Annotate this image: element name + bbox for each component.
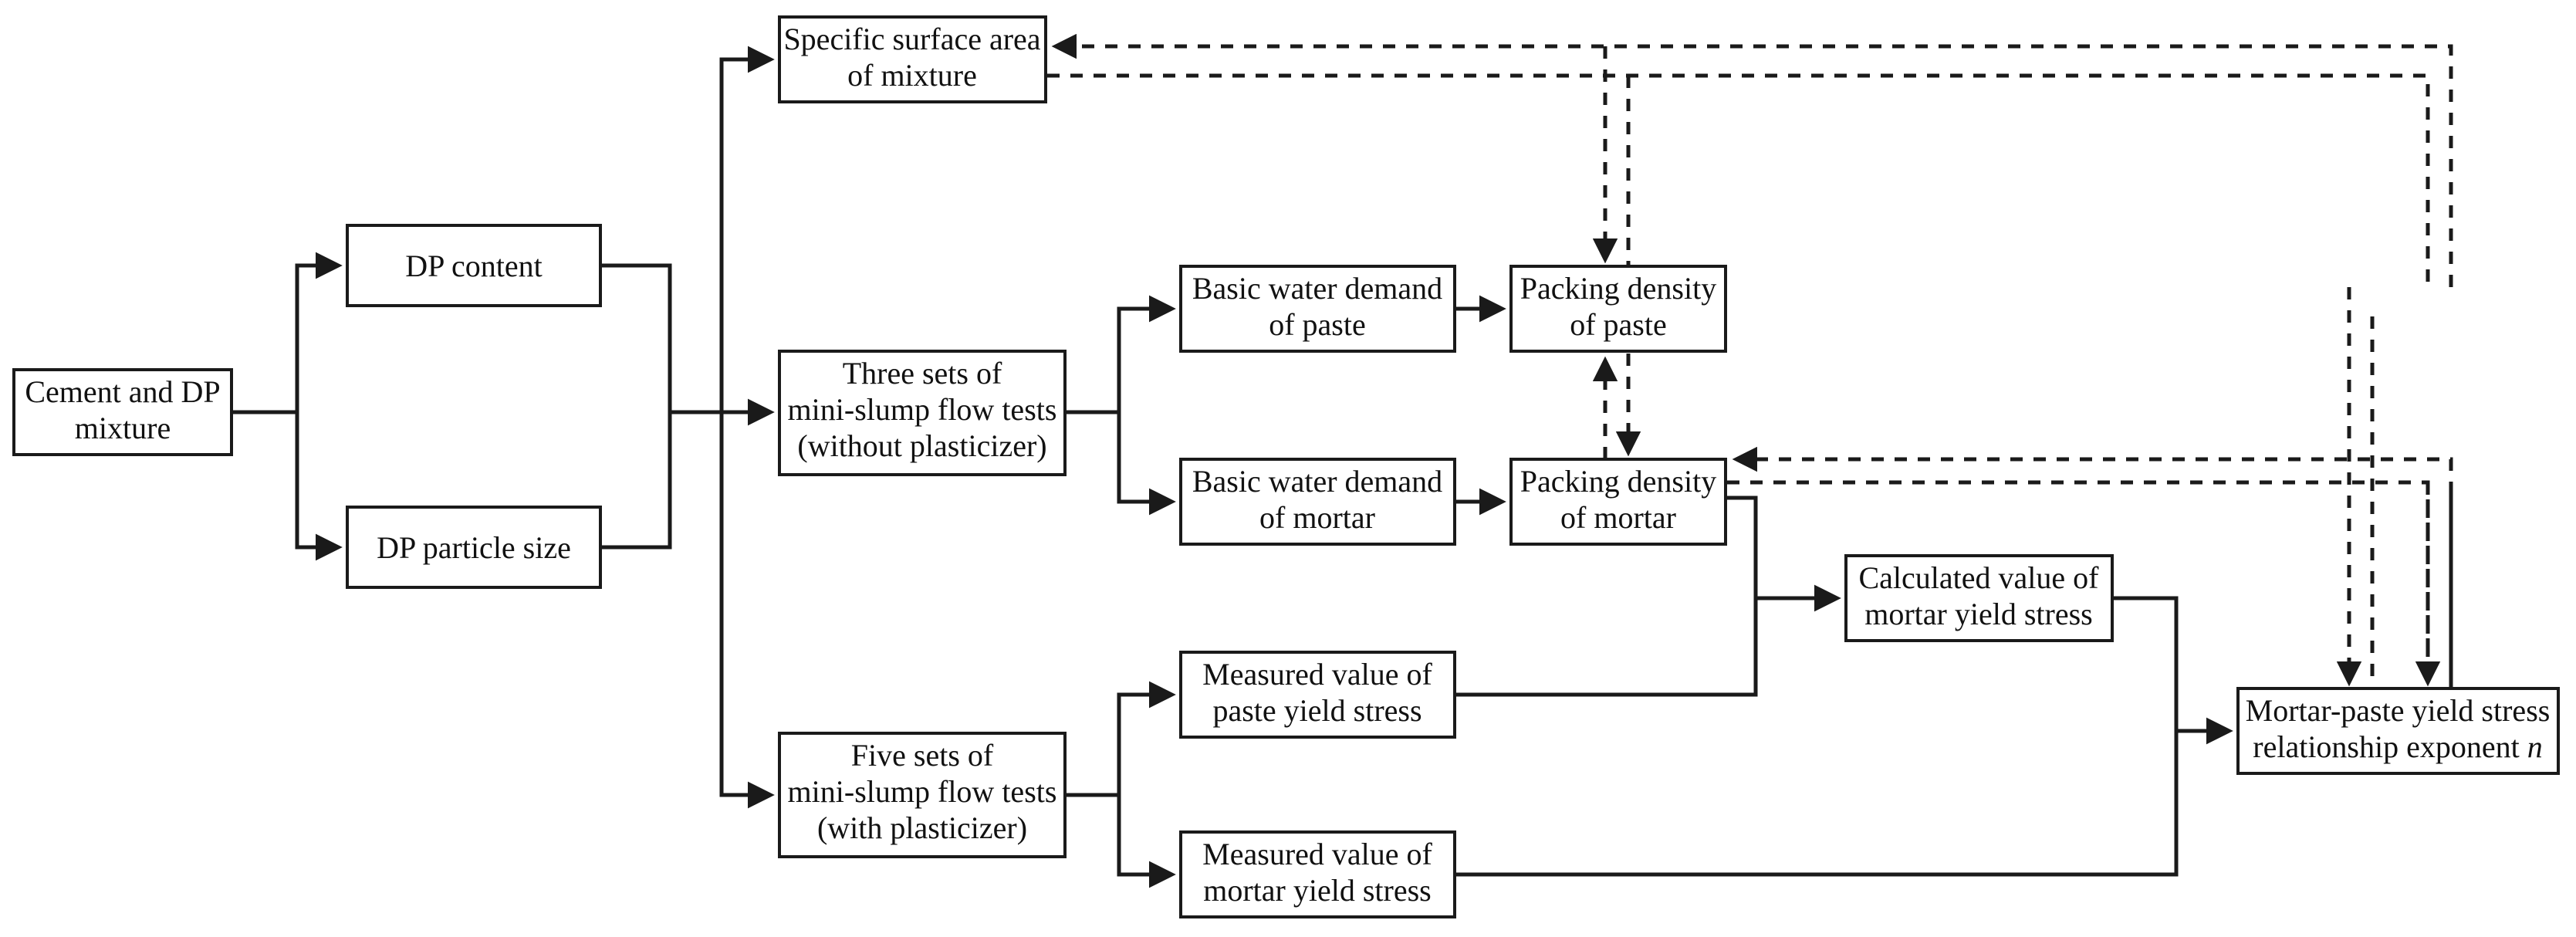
node-label-line: mortar yield stress bbox=[1203, 873, 1432, 908]
node-label-line: Three sets of bbox=[843, 356, 1002, 391]
node-label-line: Measured value of bbox=[1202, 657, 1432, 692]
edge-pd-mortar-to-calc bbox=[1726, 496, 1758, 598]
node-label-line: mixture bbox=[75, 411, 171, 445]
node-label-line: Five sets of bbox=[851, 738, 994, 773]
node-label-line: Measured value of bbox=[1202, 837, 1432, 871]
node-cement-and-dp-mixture[interactable]: Cement and DP mixture bbox=[12, 368, 233, 456]
node-group: Cement and DP mixture DP content DP part… bbox=[12, 15, 2560, 918]
node-packing-density-of-paste[interactable]: Packing density of paste bbox=[1509, 265, 1727, 353]
node-measured-value-of-mortar-yield-stress[interactable]: Measured value of mortar yield stress bbox=[1179, 830, 1456, 918]
node-label-line: of mortar bbox=[1560, 500, 1676, 535]
node-measured-value-of-paste-yield-stress[interactable]: Measured value of paste yield stress bbox=[1179, 651, 1456, 739]
dashed-edge-to-pd-mortar-inbound bbox=[1732, 446, 2453, 679]
node-label-line: Specific surface area bbox=[783, 22, 1040, 56]
edge-calc-to-exponent bbox=[2112, 596, 2179, 731]
node-label-line: Calculated value of bbox=[1859, 560, 2100, 595]
solid-edge-group bbox=[232, 46, 2233, 888]
node-mortar-paste-yield-stress-relationship-exponent[interactable]: Mortar-paste yield stress relationship e… bbox=[2236, 687, 2560, 775]
node-label-line: (without plasticizer) bbox=[797, 428, 1046, 463]
edge-meas-mortar-to-exponent bbox=[1455, 717, 2233, 877]
node-label-line-with-variable: relationship exponent n bbox=[2253, 729, 2542, 764]
node-label-line: mini-slump flow tests bbox=[788, 774, 1057, 809]
node-label-line: Packing density bbox=[1520, 464, 1716, 499]
exponent-variable-n: n bbox=[2527, 729, 2543, 764]
edge-dp-particle-to-merge bbox=[600, 412, 672, 550]
node-label-line: of mixture bbox=[847, 58, 977, 93]
edge-trunk-to-ssa bbox=[719, 46, 775, 412]
node-label-line: mini-slump flow tests bbox=[788, 392, 1057, 427]
node-calculated-value-of-mortar-yield-stress[interactable]: Calculated value of mortar yield stress bbox=[1844, 554, 2114, 642]
node-label-line: (with plasticizer) bbox=[817, 810, 1027, 845]
node-label-line: mortar yield stress bbox=[1864, 597, 2093, 631]
node-three-sets-of-mini-slump-flow-tests[interactable]: Three sets of mini-slump flow tests (wit… bbox=[778, 350, 1067, 476]
edge-three-sets-to-bwd-mortar bbox=[1065, 410, 1176, 516]
node-label-line: Basic water demand bbox=[1192, 464, 1442, 499]
dashed-edge-group bbox=[1047, 33, 2453, 688]
edge-cement-to-dp-particle bbox=[232, 410, 343, 561]
node-basic-water-demand-of-paste[interactable]: Basic water demand of paste bbox=[1179, 265, 1456, 353]
node-label-line: Mortar-paste yield stress bbox=[2246, 693, 2551, 728]
node-label-line: DP content bbox=[405, 249, 542, 283]
edge-dp-content-to-merge bbox=[600, 263, 672, 412]
edge-five-sets-to-meas-mortar bbox=[1065, 793, 1176, 888]
node-label-line: of mortar bbox=[1259, 500, 1375, 535]
dashed-edge-to-ssa-inbound bbox=[1051, 33, 2453, 287]
node-label-line: of paste bbox=[1269, 307, 1366, 342]
edge-trunk-to-five-sets bbox=[719, 412, 775, 809]
node-dp-particle-size[interactable]: DP particle size bbox=[346, 506, 602, 589]
node-dp-content[interactable]: DP content bbox=[346, 224, 602, 307]
node-label-line: Cement and DP bbox=[25, 374, 220, 409]
node-label-line: Basic water demand bbox=[1192, 271, 1442, 306]
node-specific-surface-area-of-mixture[interactable]: Specific surface area of mixture bbox=[778, 15, 1047, 103]
node-label-line: DP particle size bbox=[377, 530, 571, 565]
node-five-sets-of-mini-slump-flow-tests[interactable]: Five sets of mini-slump flow tests (with… bbox=[778, 732, 1067, 858]
exponent-label-text: relationship exponent bbox=[2253, 729, 2527, 764]
edge-meas-paste-to-calc bbox=[1455, 584, 1841, 697]
node-packing-density-of-mortar[interactable]: Packing density of mortar bbox=[1509, 458, 1727, 546]
node-label-line: paste yield stress bbox=[1212, 693, 1422, 728]
node-basic-water-demand-of-mortar[interactable]: Basic water demand of mortar bbox=[1179, 458, 1456, 546]
node-label-line: Packing density bbox=[1520, 271, 1716, 306]
node-label-line: of paste bbox=[1570, 307, 1667, 342]
